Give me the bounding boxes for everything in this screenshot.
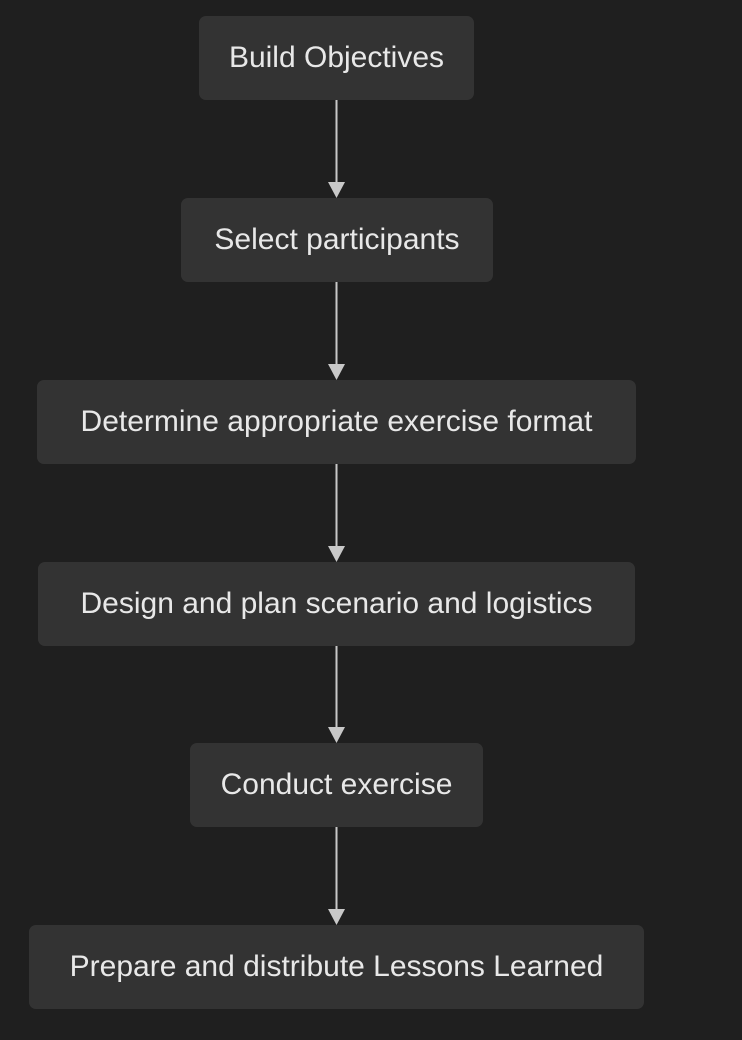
node-determine-exercise-format: Determine appropriate exercise format: [37, 380, 636, 464]
node-design-scenario-logistics: Design and plan scenario and logistics: [38, 562, 635, 646]
node-conduct-exercise: Conduct exercise: [190, 743, 483, 827]
edge-5-6: [328, 826, 345, 925]
node-prepare-lessons-learned: Prepare and distribute Lessons Learned: [29, 925, 644, 1009]
edge-2-3: [328, 281, 345, 380]
edge-4-5: [328, 644, 345, 743]
node-build-objectives: Build Objectives: [199, 16, 474, 100]
edge-1-2: [328, 100, 345, 198]
edge-3-4: [328, 463, 345, 562]
node-select-participants: Select participants: [181, 198, 493, 282]
